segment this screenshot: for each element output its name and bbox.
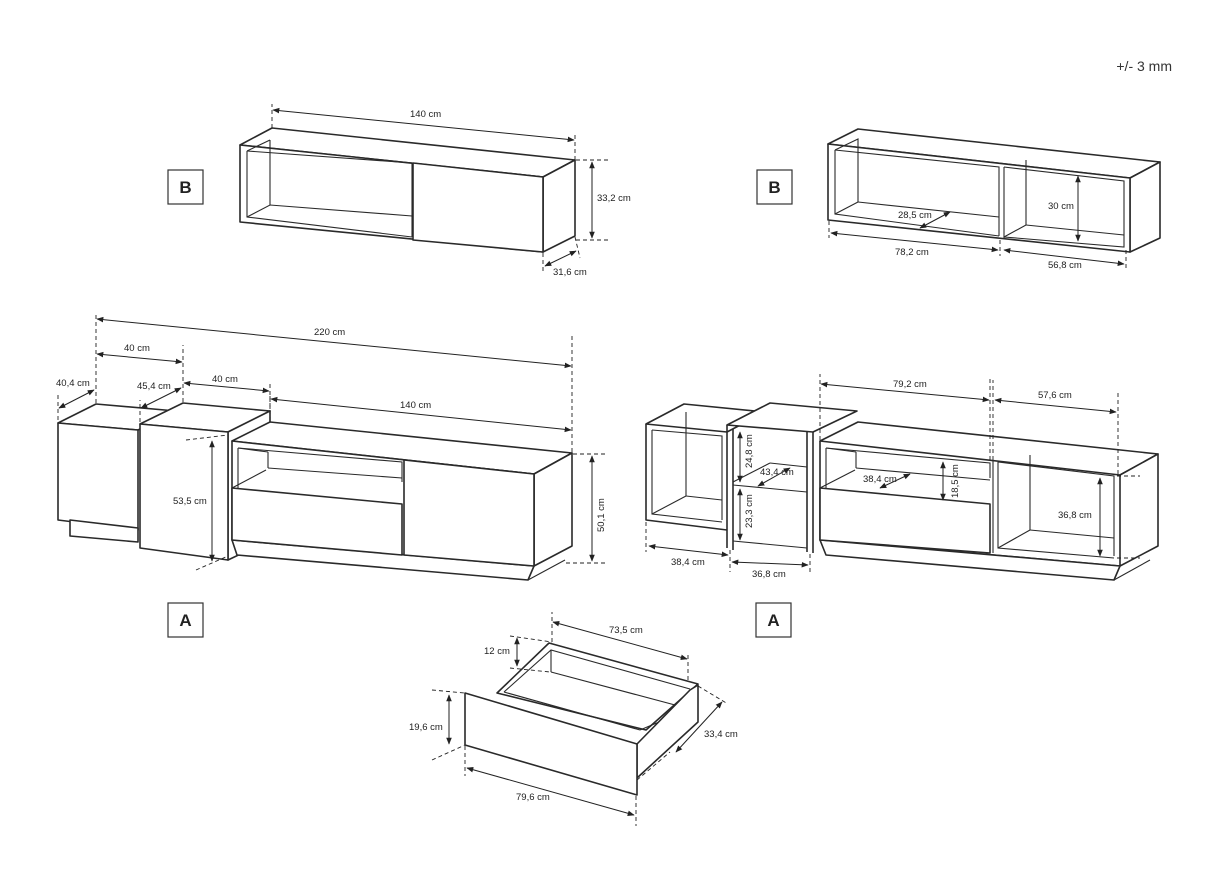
drawer-detail xyxy=(464,642,699,796)
dim-label: 30 cm xyxy=(1048,201,1074,212)
dim-label: 79,2 cm xyxy=(893,379,927,390)
view-b-back-dims: 28,5 cm 30 cm 78,2 cm 56,8 cm xyxy=(828,175,1127,271)
dim-label: 40 cm xyxy=(212,374,238,385)
view-b-back xyxy=(827,128,1161,253)
dim-label: 79,6 cm xyxy=(516,792,550,803)
view-a-back-dims: 79,2 cm 57,6 cm 24,8 cm 23,3 cm 43,4 cm … xyxy=(645,374,1140,580)
view-b-front-tag: B xyxy=(167,169,204,205)
dim-label: 33,4 cm xyxy=(704,729,738,740)
view-a-front-dims: 220 cm 40 cm 40,4 cm 45,4 cm 40 cm 140 c… xyxy=(56,313,607,571)
dim-label: 19,6 cm xyxy=(409,722,443,733)
view-label: B xyxy=(768,178,780,197)
dim-label: 73,5 cm xyxy=(609,625,643,636)
dim-label: 40,4 cm xyxy=(56,378,90,389)
dim-label: 36,8 cm xyxy=(1058,510,1092,521)
dim-label: 57,6 cm xyxy=(1038,390,1072,401)
tolerance-note: +/- 3 mm xyxy=(1116,58,1172,74)
view-b-back-tag: B xyxy=(756,169,793,205)
view-b-front-dims: 140 cm 33,2 cm 31,6 cm xyxy=(271,104,631,278)
dim-label: 140 cm xyxy=(410,109,441,120)
dim-label: 40 cm xyxy=(124,343,150,354)
view-b-front xyxy=(239,127,576,253)
dim-label: 18,5 cm xyxy=(950,464,961,498)
view-a-back-tag: A xyxy=(755,602,792,638)
dim-label: 78,2 cm xyxy=(895,247,929,258)
view-a-front xyxy=(57,402,573,581)
dim-label: 36,8 cm xyxy=(752,569,786,580)
dim-label: 24,8 cm xyxy=(744,434,755,468)
view-label: A xyxy=(179,611,191,630)
drawer-dims: 73,5 cm 12 cm 19,6 cm 33,4 cm 79,6 cm xyxy=(409,612,738,826)
dim-label: 28,5 cm xyxy=(898,210,932,221)
dim-label: 45,4 cm xyxy=(137,381,171,392)
dim-label: 23,3 cm xyxy=(744,494,755,528)
dim-label: 53,5 cm xyxy=(173,496,207,507)
dim-label: 38,4 cm xyxy=(863,474,897,485)
view-a-back xyxy=(645,402,1159,581)
view-a-front-tag: A xyxy=(167,602,204,638)
dim-label: 140 cm xyxy=(400,400,431,411)
dim-label: 31,6 cm xyxy=(553,267,587,278)
dim-label: 56,8 cm xyxy=(1048,260,1082,271)
dim-label: 33,2 cm xyxy=(597,193,631,204)
dim-label: 12 cm xyxy=(484,646,510,657)
dim-label: 50,1 cm xyxy=(596,498,607,532)
dim-label: 220 cm xyxy=(314,327,345,338)
dim-label: 43,4 cm xyxy=(760,467,794,478)
view-label: B xyxy=(179,178,191,197)
dim-label: 38,4 cm xyxy=(671,557,705,568)
view-label: A xyxy=(767,611,779,630)
